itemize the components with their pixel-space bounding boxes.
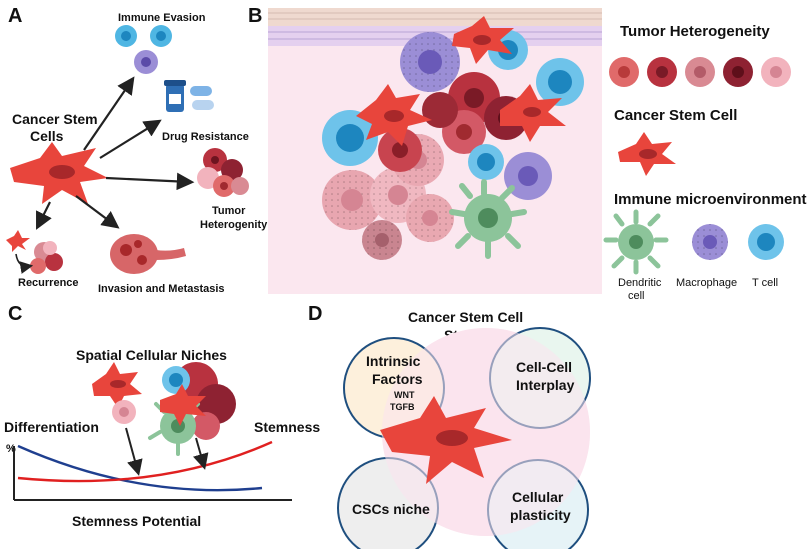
panel-c: C Spatial Cellular Niches Differentiatio… xyxy=(4,303,320,529)
differentiation-curve xyxy=(17,444,263,492)
legend-macrophage-icon xyxy=(692,224,728,260)
legend-dendritic-icon xyxy=(603,209,669,275)
niche-cells xyxy=(92,362,236,456)
panel-d: D Cancer Stem Cell States Intrinsic Fact… xyxy=(308,303,591,554)
legend-csc-icon xyxy=(618,132,676,176)
plasticity-label-1: Cellular xyxy=(512,489,564,505)
dendritic-label-2: cell xyxy=(628,290,645,302)
csc-label-1: Cancer Stem xyxy=(12,111,98,127)
niche-label: CSCs niche xyxy=(352,501,430,517)
panel-c-letter: C xyxy=(8,303,22,325)
legend-csc-title: Cancer Stem Cell xyxy=(614,107,737,124)
cellcell-label-1: Cell-Cell xyxy=(516,359,572,375)
tgfb-label: TGFB xyxy=(390,402,415,412)
panel-a-letter: A xyxy=(8,5,22,27)
immune-evasion-label: Immune Evasion xyxy=(118,12,206,24)
intrinsic-label-2: Factors xyxy=(372,371,423,387)
panel-b: B xyxy=(248,5,807,302)
panel-b-letter: B xyxy=(248,5,262,27)
x-axis-label: Stemness Potential xyxy=(72,513,201,529)
macrophage-label: Macrophage xyxy=(676,277,737,289)
tumor-cluster-icon xyxy=(197,148,249,197)
tumor-heterogeneity-swatches xyxy=(609,57,791,87)
drug-bottle-icon xyxy=(164,80,214,112)
cancer-stem-cell-icon xyxy=(10,142,108,204)
csc-label-2: Cells xyxy=(30,128,64,144)
central-csc-icon xyxy=(380,396,512,484)
wnt-label: WNT xyxy=(394,390,415,400)
invasion-icon xyxy=(110,234,186,274)
legend-tcell-icon xyxy=(748,224,784,260)
panel-a: A Immune Evasion Drug Resistance Tu xyxy=(6,5,268,295)
legend-immune-title: Immune microenvironment xyxy=(614,191,807,208)
dendritic-label-1: Dendritic xyxy=(618,277,662,289)
plasticity-label-2: plasticity xyxy=(510,507,571,523)
stemness-label: Stemness xyxy=(254,419,320,435)
y-axis-label: % xyxy=(6,443,16,455)
tumor-het-label-1: Tumor xyxy=(212,205,246,217)
recurrence-label: Recurrence xyxy=(18,277,79,289)
tcell-label: T cell xyxy=(752,277,778,289)
panel-c-title: Spatial Cellular Niches xyxy=(76,347,227,363)
cellcell-label-2: Interplay xyxy=(516,377,575,393)
differentiation-label: Differentiation xyxy=(4,419,99,435)
tumor-tissue xyxy=(268,8,602,294)
intrinsic-label-1: Intrinsic xyxy=(366,353,421,369)
immune-evasion-cells xyxy=(115,25,172,74)
invasion-label: Invasion and Metastasis xyxy=(98,283,225,295)
tumor-het-label-2: Heterogenity xyxy=(200,219,268,231)
stemness-curve xyxy=(17,440,273,483)
panel-d-title-1: Cancer Stem Cell xyxy=(408,309,523,325)
panel-d-letter: D xyxy=(308,303,322,325)
legend-tumor-title: Tumor Heterogeneity xyxy=(620,23,770,40)
recurrence-icon xyxy=(6,230,63,274)
drug-resistance-label: Drug Resistance xyxy=(162,131,249,143)
